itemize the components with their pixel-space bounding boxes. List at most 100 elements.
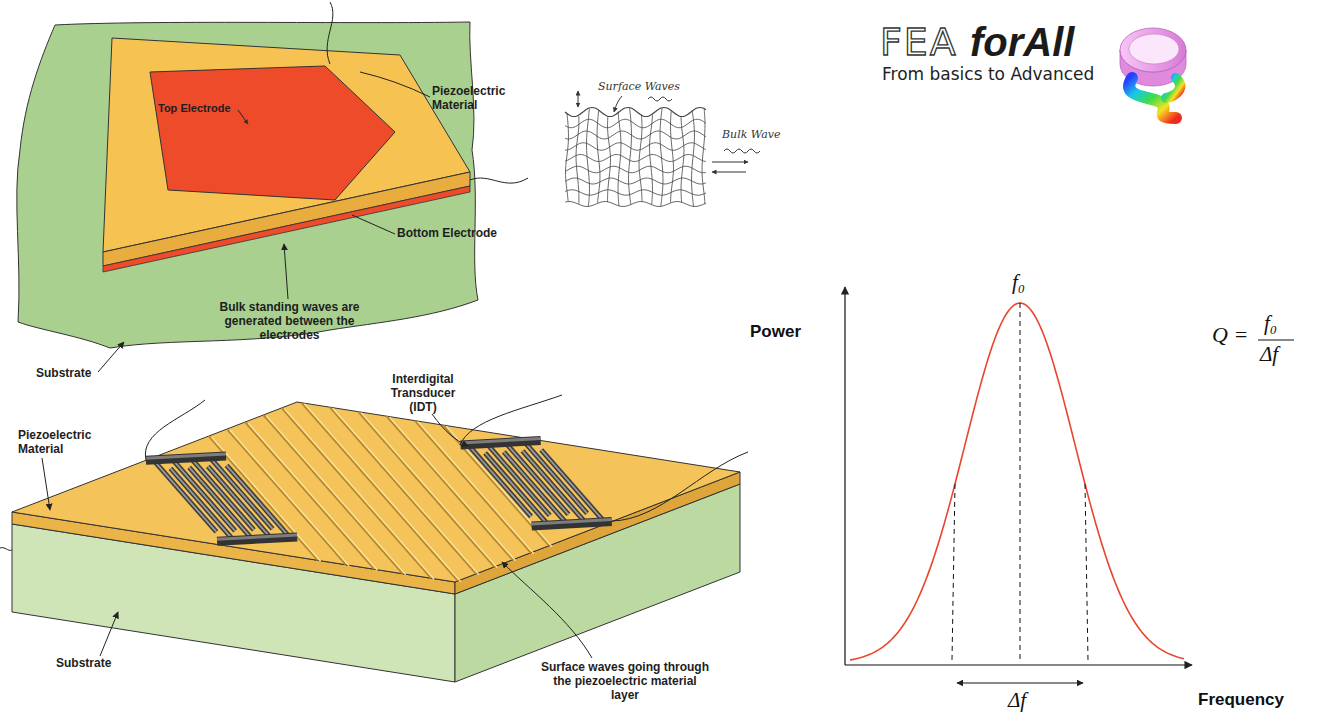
- leader-line: [360, 72, 430, 97]
- pointer-arrow: [614, 96, 622, 112]
- wire: [612, 452, 748, 521]
- wave-ridge: [333, 408, 479, 575]
- wave-line: [650, 115, 653, 205]
- y-axis: [844, 287, 845, 665]
- idt-bus-bar: [461, 439, 541, 443]
- top-electrode: Top Electrode: [148, 60, 398, 202]
- leader-line: [238, 110, 248, 124]
- propagation-arrow: [712, 172, 746, 173]
- logo-text: FEA: [880, 20, 958, 64]
- wave-line: [565, 131, 706, 139]
- idt-finger: [541, 450, 604, 522]
- logo-ring: [1120, 28, 1186, 72]
- leader-line: [100, 612, 118, 656]
- idt-bus-bar: [532, 520, 612, 524]
- wave-line: [671, 111, 674, 202]
- leader-line: [432, 414, 468, 446]
- idt-symbol: [461, 439, 612, 526]
- idt-finger: [524, 441, 587, 513]
- wave-line: [566, 114, 569, 202]
- idt-finger: [227, 465, 290, 537]
- leader-line: [42, 458, 50, 510]
- sketch-note: Bulk Wave: [722, 128, 780, 141]
- wave-ridge: [248, 423, 377, 570]
- node-outline: [148, 60, 398, 202]
- part-label: Bottom Electrode: [397, 226, 497, 240]
- wave-line: [639, 115, 642, 202]
- part-label: Interdigital Transducer (IDT): [378, 372, 468, 414]
- leader-line: [352, 215, 395, 234]
- bandwidth-line: [1085, 484, 1088, 660]
- substrate-region: [17, 22, 478, 348]
- power-curve: [850, 303, 1184, 660]
- part-label: Substrate: [56, 656, 111, 670]
- wave-line: [597, 110, 600, 203]
- wave-ridge: [386, 416, 512, 560]
- wave-line: [608, 116, 611, 202]
- annotation: Surface waves going through the piezoele…: [540, 660, 710, 702]
- wave-line: [586, 109, 589, 207]
- leader-line: [502, 562, 592, 658]
- wire: [145, 400, 205, 460]
- idt-finger: [227, 465, 290, 537]
- formula-text: Δf: [1260, 342, 1278, 367]
- part-label: Piezoelectric Material: [18, 428, 113, 456]
- formula-text: Q =: [1212, 322, 1248, 348]
- wave-line: [692, 110, 695, 206]
- logo-spring: [1166, 78, 1180, 98]
- part-label: Piezoelectric Material: [432, 84, 522, 112]
- wave-ridge: [285, 409, 434, 579]
- wire: [0, 548, 12, 551]
- annotation: Bulk standing waves are generated betwee…: [212, 300, 367, 342]
- bandwidth-line: [952, 484, 955, 660]
- wave-line: [702, 108, 705, 204]
- x-axis: [845, 664, 1192, 665]
- electrode-shape: [150, 66, 395, 200]
- idt-bus-bar: [146, 454, 226, 458]
- displacement-arrow: [578, 91, 579, 107]
- wave-line: [565, 178, 706, 184]
- wave-ridge: [304, 404, 460, 582]
- part-label: Substrate: [36, 366, 91, 380]
- wave-sketch: [565, 108, 706, 207]
- wave-ridge: [301, 403, 457, 581]
- axis-label: Frequency: [1198, 690, 1284, 710]
- center-line: [1020, 303, 1021, 663]
- saw-device: [12, 402, 740, 682]
- fraction-bar: [1258, 339, 1294, 340]
- peak-label: f₀: [1012, 270, 1025, 295]
- idt-finger: [524, 441, 587, 513]
- logo-ring: [1129, 34, 1179, 64]
- bandwidth-arrow: [957, 683, 1083, 684]
- logo-text: forAll: [970, 20, 1074, 65]
- wave-line: [618, 112, 621, 206]
- piezo-top-face: [12, 402, 740, 582]
- wave-ridge: [282, 408, 431, 578]
- wave-line: [576, 116, 579, 204]
- formula-text: f₀: [1264, 311, 1277, 336]
- wire: [460, 395, 562, 445]
- idt-symbol: [146, 454, 297, 541]
- bandwidth-label: Δf: [1008, 688, 1026, 713]
- wave-line: [565, 190, 706, 195]
- wave-ridge: [245, 422, 374, 569]
- idt-finger: [209, 457, 272, 529]
- idt-finger: [541, 450, 604, 522]
- sketch-note: Surface Waves: [598, 80, 680, 93]
- wire: [470, 178, 528, 183]
- wire: [327, 2, 333, 64]
- node-label: Top Electrode: [158, 102, 231, 114]
- propagation-arrow: [712, 162, 748, 163]
- axis-label: Power: [750, 322, 801, 342]
- wave-line: [565, 119, 706, 127]
- logo-icon: [1120, 28, 1186, 118]
- wave-line: [660, 108, 663, 206]
- wave-squiggle: [724, 149, 760, 153]
- leader-line: [284, 244, 288, 299]
- logo-tagline: From basics to Advanced: [882, 64, 1094, 84]
- wave-line: [565, 108, 706, 117]
- wave-line: [565, 166, 706, 172]
- wave-line: [565, 202, 706, 207]
- wave-line: [629, 108, 632, 205]
- wave-squiggle: [648, 97, 672, 101]
